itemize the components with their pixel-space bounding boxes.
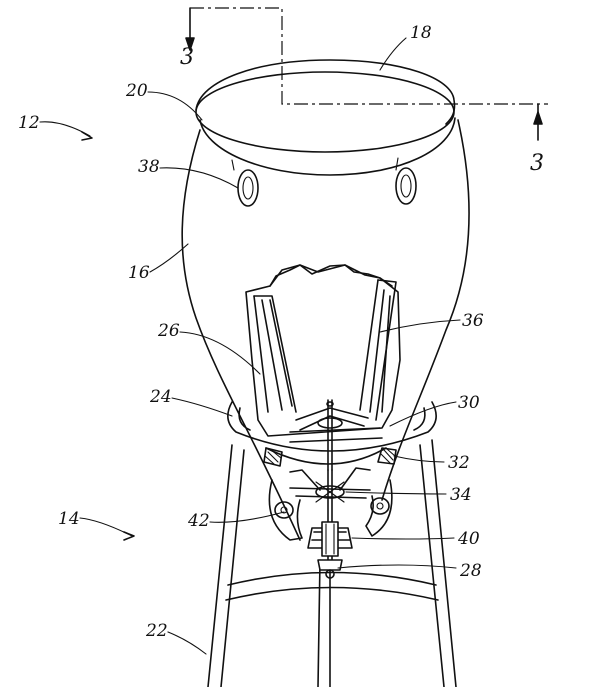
ref-42: 42	[187, 511, 210, 531]
ref-38: 38	[138, 157, 160, 177]
labels: 3 3 18 20 12 38 16 36 26 24 30 32 34 14 …	[18, 23, 544, 641]
ref-28: 28	[459, 561, 482, 581]
adjuster-40	[307, 469, 353, 579]
ref-22: 22	[145, 621, 168, 641]
ref-16: 16	[128, 263, 150, 283]
ref-26: 26	[157, 321, 180, 341]
section-label-top: 3	[180, 45, 194, 70]
ref-18: 18	[410, 23, 432, 43]
ref-40: 40	[457, 529, 480, 549]
lower-assembly	[263, 447, 397, 541]
ref-14: 14	[58, 509, 80, 529]
section-label-right: 3	[530, 151, 544, 176]
drum-body	[181, 119, 470, 541]
ref-20: 20	[125, 81, 148, 101]
ref-34: 34	[450, 485, 472, 505]
spider-34	[289, 481, 371, 503]
cutaway-section	[245, 264, 401, 471]
leader-lines	[39, 37, 461, 655]
section-line	[185, 7, 548, 141]
ref-32: 32	[448, 453, 470, 473]
ref-12: 12	[18, 113, 40, 133]
drum-head	[195, 59, 456, 176]
ref-24: 24	[149, 387, 172, 407]
ref-36: 36	[462, 311, 484, 331]
tuning-lugs	[231, 157, 417, 207]
ref-30: 30	[458, 393, 480, 413]
